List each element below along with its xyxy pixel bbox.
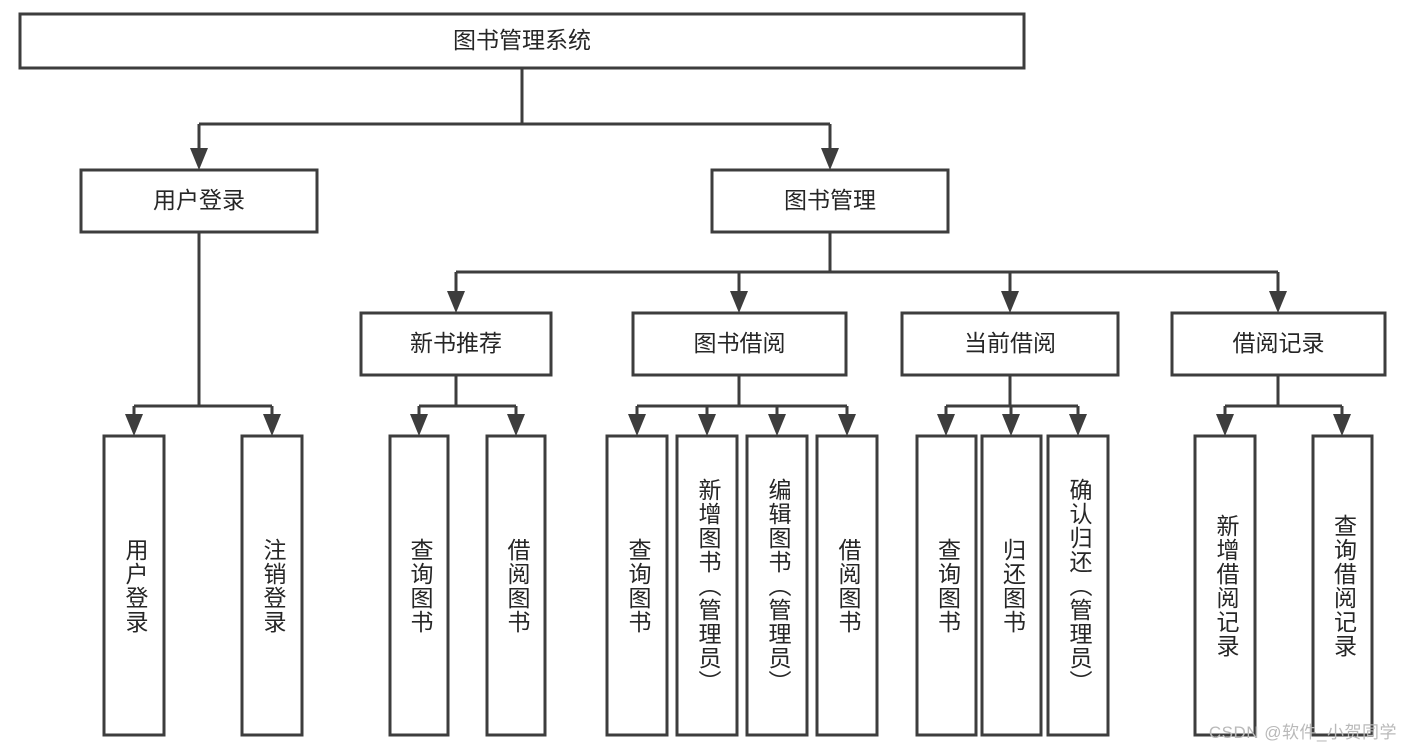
node-box-leaf-user-login[interactable]	[102, 434, 166, 737]
arrow-head-icon	[768, 414, 786, 436]
node-label-book-manage: 图书管理	[784, 187, 876, 213]
node-box-leaf-cur-query[interactable]	[915, 434, 978, 737]
node-box-leaf-borrow-lend[interactable]	[815, 434, 879, 737]
node-box-leaf-rec-query[interactable]	[388, 434, 450, 737]
node-box-root[interactable]	[18, 12, 1026, 70]
arrow-head-icon	[1002, 414, 1020, 436]
node-box-current-borrow[interactable]	[900, 311, 1120, 377]
arrow-head-icon	[937, 414, 955, 436]
arrow-head-icon	[1001, 291, 1019, 313]
node-label-root: 图书管理系统	[453, 27, 591, 53]
node-box-book-borrow[interactable]	[631, 311, 848, 377]
arrow-head-icon	[507, 414, 525, 436]
node-box-leaf-rec-borrow[interactable]	[485, 434, 547, 737]
node-box-leaf-rec-query2[interactable]	[1311, 434, 1374, 737]
arrow-head-icon	[838, 414, 856, 436]
arrow-head-icon	[628, 414, 646, 436]
node-box-borrow-record[interactable]	[1170, 311, 1387, 377]
node-box-leaf-user-logout[interactable]	[240, 434, 304, 737]
node-box-user-login[interactable]	[79, 168, 319, 234]
node-box-new-book-rec[interactable]	[359, 311, 553, 377]
arrow-head-icon	[263, 414, 281, 436]
node-box-leaf-borrow-edit[interactable]	[745, 434, 809, 737]
node-box-leaf-borrow-query[interactable]	[605, 434, 669, 737]
arrow-head-icon	[1216, 414, 1234, 436]
arrow-head-icon	[410, 414, 428, 436]
edges-layer	[125, 68, 1351, 436]
arrow-head-icon	[447, 291, 465, 313]
boxes-layer	[18, 12, 1387, 737]
node-label-book-borrow: 图书借阅	[694, 330, 786, 356]
node-label-current-borrow: 当前借阅	[964, 330, 1056, 356]
node-box-book-manage[interactable]	[710, 168, 950, 234]
node-label-borrow-record: 借阅记录	[1233, 330, 1325, 356]
node-box-leaf-cur-confirm[interactable]	[1046, 434, 1110, 737]
arrow-head-icon	[1333, 414, 1351, 436]
node-box-leaf-borrow-add[interactable]	[675, 434, 739, 737]
watermark-text: CSDN @软件_小贺同学	[1208, 723, 1397, 742]
node-box-leaf-rec-add[interactable]	[1193, 434, 1257, 737]
node-label-new-book-rec: 新书推荐	[410, 330, 502, 356]
arrow-head-icon	[1269, 291, 1287, 313]
arrow-head-icon	[821, 148, 839, 170]
arrow-head-icon	[698, 414, 716, 436]
arrow-head-icon	[125, 414, 143, 436]
arrow-head-icon	[190, 148, 208, 170]
arrow-head-icon	[1069, 414, 1087, 436]
node-label-user-login: 用户登录	[153, 187, 245, 213]
arrow-head-icon	[730, 291, 748, 313]
node-box-leaf-cur-return[interactable]	[980, 434, 1043, 737]
